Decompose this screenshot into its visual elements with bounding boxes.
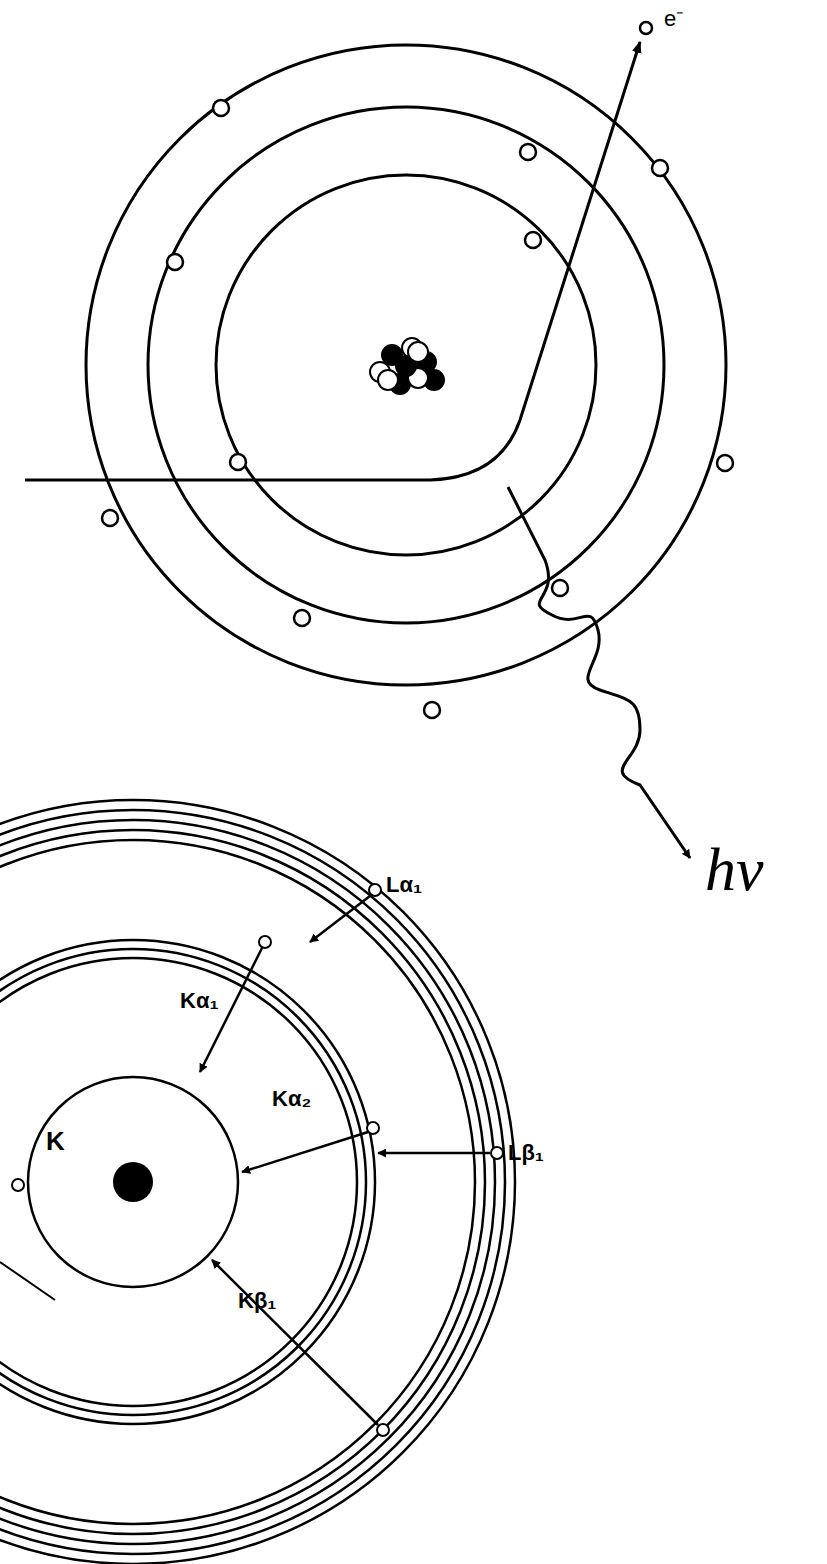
transition-label: Kα₁: [180, 990, 219, 1012]
orbit: [86, 45, 726, 685]
nucleus: [370, 338, 444, 394]
transition-label: Lα₁: [386, 874, 422, 896]
shell: [0, 800, 515, 1564]
transition-label: Kα₂: [272, 1088, 311, 1110]
photon-label: hν: [705, 838, 764, 900]
photon-wave: [508, 487, 690, 858]
incident-line: [0, 1262, 55, 1300]
transition-label: K: [46, 1128, 65, 1154]
nucleus: [113, 1162, 153, 1202]
transition-label: Kβ₁: [238, 1290, 276, 1312]
transition-label: Lβ₁: [508, 1142, 544, 1164]
electron-label: e⁻: [664, 8, 683, 30]
electron: [102, 22, 733, 718]
electron: [12, 884, 503, 1436]
transition-arrow: [200, 896, 490, 1425]
particle-track: [25, 42, 640, 480]
